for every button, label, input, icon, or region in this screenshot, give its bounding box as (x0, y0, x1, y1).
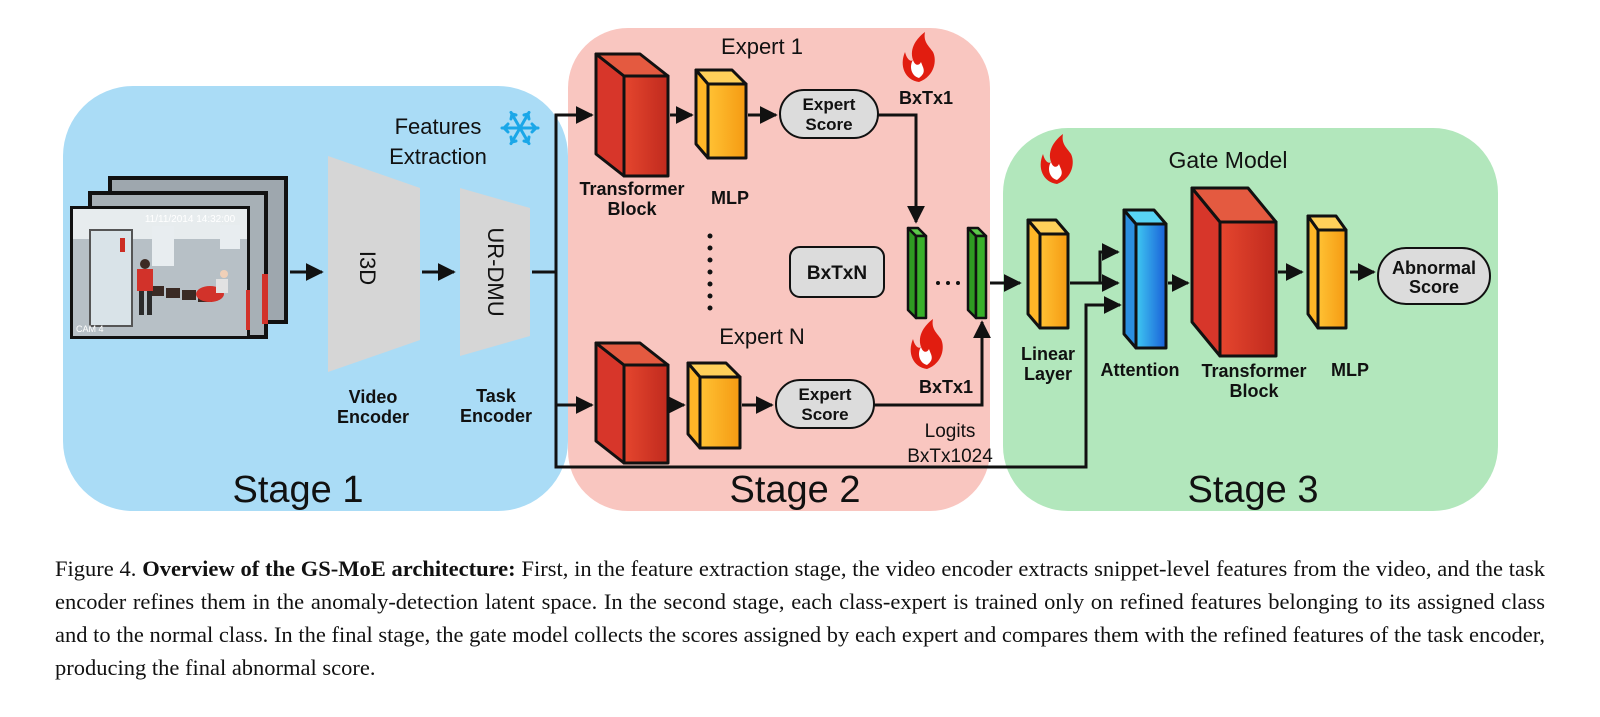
figure-caption: Figure 4. Overview of the GS-MoE archite… (55, 552, 1545, 684)
linear-layer-label-1: Linear (1021, 344, 1075, 364)
expert-n-title: Expert N (719, 324, 805, 349)
caption-label: Figure 4. (55, 556, 137, 581)
gate-transformer-label-1: Transformer (1201, 361, 1306, 381)
expert-1-score (779, 89, 879, 139)
expert-1-dim-label: BxTx1 (899, 88, 953, 108)
expert-ellipsis (707, 233, 713, 311)
expert-n-score (775, 379, 875, 429)
i3d-block (328, 156, 420, 372)
expert-n-score-label-1: Expert (799, 385, 852, 404)
stage-2-panel (568, 28, 990, 511)
ur-dmu-label: UR-DMU (483, 227, 508, 316)
caption-title: Overview of the GS-MoE architecture: (142, 556, 516, 581)
expert-score-bar-n (966, 226, 988, 320)
abnormal-score-output (1377, 247, 1491, 305)
expert-1-score-label-1: Expert (803, 95, 856, 114)
features-extraction-label-2: Extraction (389, 144, 487, 169)
video-encoder-label-1: Video (349, 387, 398, 407)
stage-1-label: Stage 1 (233, 469, 364, 511)
stage-3-label: Stage 3 (1188, 469, 1319, 511)
video-frames: 11/11/2014 14:32:00 CAM 4 (70, 176, 288, 339)
linear-layer-label-2: Layer (1024, 364, 1072, 384)
logits-label-1: Logits (925, 421, 976, 442)
caption-text: First, in the feature extraction stage, … (55, 556, 1546, 680)
gate-transformer-label-2: Block (1229, 381, 1279, 401)
expert-score-ellipsis (936, 281, 960, 285)
expert-1-transformer-label-2: Block (607, 199, 657, 219)
logits-label-2: BxTx1024 (907, 446, 993, 467)
expert-1-title: Expert 1 (721, 34, 803, 59)
expert-1-transformer-label-1: Transformer (579, 179, 684, 199)
video-cam-label: CAM 4 (76, 324, 104, 334)
stage-2-label: Stage 2 (730, 469, 861, 511)
expert-1-score-label-2: Score (805, 115, 852, 134)
expert-1-mlp-label: MLP (711, 188, 749, 208)
expert-n-mlp-block (686, 361, 742, 450)
expert-n-score-label-2: Score (801, 405, 848, 424)
expert-1-mlp-block (694, 68, 748, 160)
concat-dim-box (789, 246, 885, 298)
attention-label: Attention (1101, 360, 1180, 380)
architecture-diagram: Stage 1 Stage 2 Stage 3 11/11/2014 14:32… (63, 28, 1498, 511)
concat-dim-label: BxTxN (807, 263, 867, 284)
attention-block (1122, 208, 1168, 350)
video-timestamp: 11/11/2014 14:32:00 (145, 214, 236, 225)
expert-n-dim-label: BxTx1 (919, 377, 973, 397)
ur-dmu-block (460, 188, 530, 356)
gate-transformer-block (1190, 186, 1278, 358)
expert-1-transformer-block (594, 52, 670, 178)
gate-mlp-label: MLP (1331, 360, 1369, 380)
task-encoder-label-2: Encoder (460, 406, 532, 426)
abnormal-score-label-2: Score (1409, 277, 1459, 297)
gate-mlp-block (1306, 214, 1348, 330)
linear-layer-block (1026, 218, 1070, 330)
i3d-label: I3D (355, 251, 380, 285)
expert-score-bar-1 (906, 226, 928, 320)
abnormal-score-label-1: Abnormal (1392, 258, 1476, 278)
expert-n-transformer-block (594, 341, 670, 465)
task-encoder-label-1: Task (476, 386, 517, 406)
video-encoder-label-2: Encoder (337, 407, 409, 427)
features-extraction-label-1: Features (395, 114, 482, 139)
gate-model-title: Gate Model (1169, 147, 1288, 173)
